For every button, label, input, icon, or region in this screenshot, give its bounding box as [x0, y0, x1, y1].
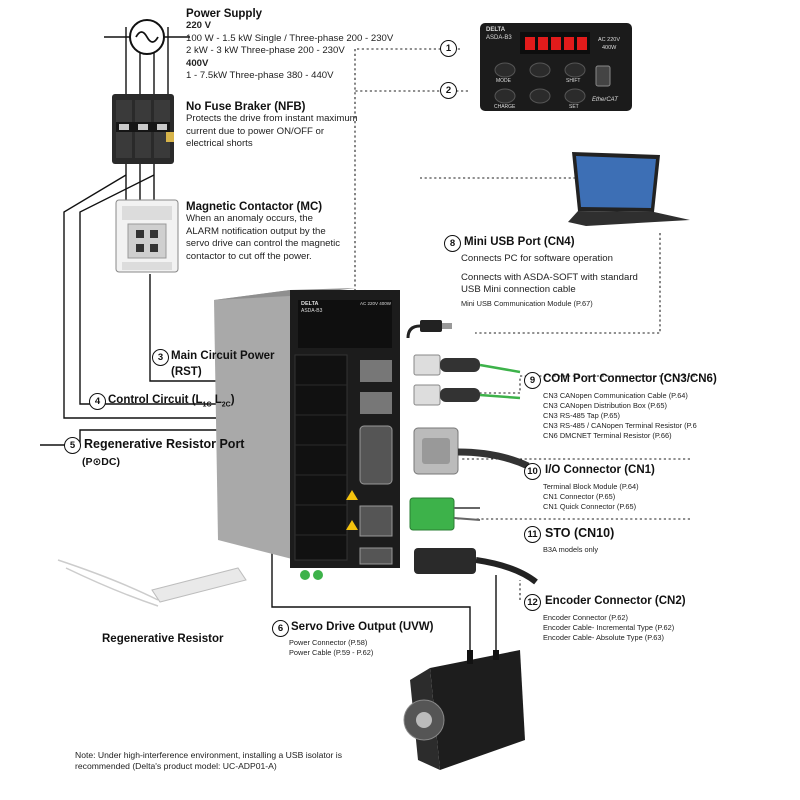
v220-line2: 2 kW - 3 kW Three-phase 200 - 230V [186, 45, 345, 57]
usb-ref: Mini USB Communication Module (P.67) [461, 298, 593, 308]
com-ref: CN3 RS-485 / CANopen Terminal Resistor (… [543, 421, 697, 430]
callout-3: 3 [152, 349, 169, 366]
power-supply-block: Power Supply 220 V 100 W - 1.5 kW Single… [186, 8, 393, 83]
callout-12: 12 [524, 594, 541, 611]
callout-1: 1 [440, 40, 457, 57]
encoder-ref: Encoder Cable- Incremental Type (P.62) [543, 623, 675, 632]
servo-output-ref: Power Connector (P.58) [289, 638, 368, 647]
nfb-line: current due to power ON/OFF or [186, 125, 325, 137]
callout-2: 2 [440, 82, 457, 99]
com-ref: CN3 CANopen Distribution Box (P.65) [543, 401, 667, 410]
com-refs: CN3 CANopen Communication Cable (P.64) C… [543, 391, 798, 441]
usb-block: Connects PC for software operation Conne… [461, 253, 638, 309]
com-title: COM Port Connector (CN3/CN6) [543, 373, 717, 385]
drive-brand: DELTA [301, 301, 319, 307]
encoder-refs: Encoder Connector (P.62) Encoder Cable- … [543, 613, 674, 643]
main-power-title: Main Circuit Power [171, 350, 275, 362]
note-line1: Note: Under high-interference environmen… [75, 750, 343, 760]
callout-10: 10 [524, 463, 541, 480]
keypad-panel-image [480, 23, 632, 111]
io-connector-image [413, 427, 530, 475]
magnetic-contactor-image [115, 199, 179, 273]
control-title: Control Circuit (L1C L2C) [108, 394, 235, 409]
mc-title: Magnetic Contactor (MC) [186, 201, 323, 213]
io-ref: Terminal Block Module (P.64) [543, 482, 639, 491]
power-supply-title: Power Supply [186, 8, 263, 20]
keypad-mode-label: MODE [496, 78, 511, 84]
callout-4: 4 [89, 393, 106, 410]
drive-rating: AC 220V 400W [360, 301, 392, 306]
servo-output-refs: Power Connector (P.58) Power Cable (P.59… [289, 638, 373, 658]
io-ref: CN1 Quick Connector (P.65) [543, 502, 637, 511]
main-power-sub: (RST) [171, 366, 202, 378]
sto-title: STO (CN10) [545, 526, 615, 540]
laptop-image [568, 152, 690, 226]
io-ref: CN1 Connector (P.65) [543, 492, 616, 501]
mc-line: contactor to cut off the power. [186, 250, 312, 262]
usb-cable-image [406, 320, 452, 339]
sto-ref: B3A models only [543, 545, 599, 554]
keypad-rating1: AC 220V [598, 37, 621, 43]
io-refs: Terminal Block Module (P.64) CN1 Connect… [543, 482, 639, 512]
com-cables-image [413, 354, 521, 406]
dotted-leaders [354, 48, 695, 600]
keypad-ethercat: EtherCAT [592, 97, 618, 103]
io-title: I/O Connector (CN1) [545, 464, 655, 476]
mc-line: When an anomaly occurs, the [186, 213, 313, 224]
usb-line3: USB Mini connection cable [461, 284, 576, 296]
usb-line1: Connects PC for software operation [461, 253, 613, 264]
usb-line2: Connects with ASDA-SOFT with standard [461, 271, 638, 283]
callout-5: 5 [64, 437, 81, 454]
ac-source-symbol [104, 19, 190, 55]
v400-line1: 1 - 7.5kW Three-phase 380 - 440V [186, 70, 334, 82]
power-wires [40, 27, 497, 650]
keypad-shift-label: SHIFT [566, 78, 581, 84]
sto-connector-image [409, 497, 481, 531]
com-ref: CN3 CANopen Communication Cable (P.64) [543, 391, 688, 400]
drive-model: ASDA-B3 [301, 308, 323, 314]
servo-output-title: Servo Drive Output (UVW) [291, 621, 434, 633]
callout-9: 9 [524, 372, 541, 389]
callout-8: 8 [444, 235, 461, 252]
encoder-ref: Encoder Cable- Absolute Type (P.63) [543, 633, 664, 642]
regen-port-sub: (P⊙DC) [82, 456, 120, 468]
nfb-line: Protects the drive from instant maximum [186, 113, 358, 124]
nfb-breaker-image [112, 94, 174, 164]
com-ref: CN6 DMCNET Terminal Resistor (P.66) [543, 431, 672, 440]
callout-11: 11 [524, 526, 541, 543]
note-line2: recommended (Delta's product model: UC-A… [75, 761, 277, 771]
regenerative-resistor-image [57, 559, 247, 607]
keypad-charge-label: CHARGE [494, 104, 516, 110]
encoder-title: Encoder Connector (CN2) [545, 595, 686, 607]
keypad-model: ASDA-B3 [486, 35, 512, 41]
regen-resistor-label: Regenerative Resistor [102, 633, 224, 645]
servo-drive-image [214, 288, 400, 580]
mc-line: servo drive can control the magnetic [186, 238, 341, 250]
regen-port-title: Regenerative Resistor Port [84, 437, 245, 451]
keypad-brand: DELTA [486, 27, 506, 33]
note-block: Note: Under high-interference environmen… [75, 750, 342, 772]
v220-heading: 220 V [186, 20, 212, 31]
servo-output-ref: Power Cable (P.59 - P.62) [289, 648, 374, 657]
usb-title: Mini USB Port (CN4) [464, 236, 575, 248]
v220-line1: 100 W - 1.5 kW Single / Three-phase 200 … [186, 32, 394, 44]
com-ref: CN3 RS-485 Tap (P.65) [543, 411, 620, 420]
nfb-line: electrical shorts [186, 138, 253, 150]
encoder-connector-image [414, 548, 538, 585]
sto-refs: B3A models only [543, 545, 598, 555]
mc-line: ALARM notification output by the [186, 225, 326, 237]
servo-motor-image [403, 650, 525, 770]
encoder-ref: Encoder Connector (P.62) [543, 613, 628, 622]
keypad-set-label: SET [569, 104, 579, 110]
mc-block: Magnetic Contactor (MC) When an anomaly … [186, 201, 340, 263]
nfb-block: No Fuse Braker (NFB) Protects the drive … [186, 101, 358, 151]
nfb-title: No Fuse Braker (NFB) [186, 101, 306, 113]
callout-6: 6 [272, 620, 289, 637]
v400-heading: 400V [186, 57, 209, 69]
keypad-rating2: 400W [602, 45, 617, 51]
